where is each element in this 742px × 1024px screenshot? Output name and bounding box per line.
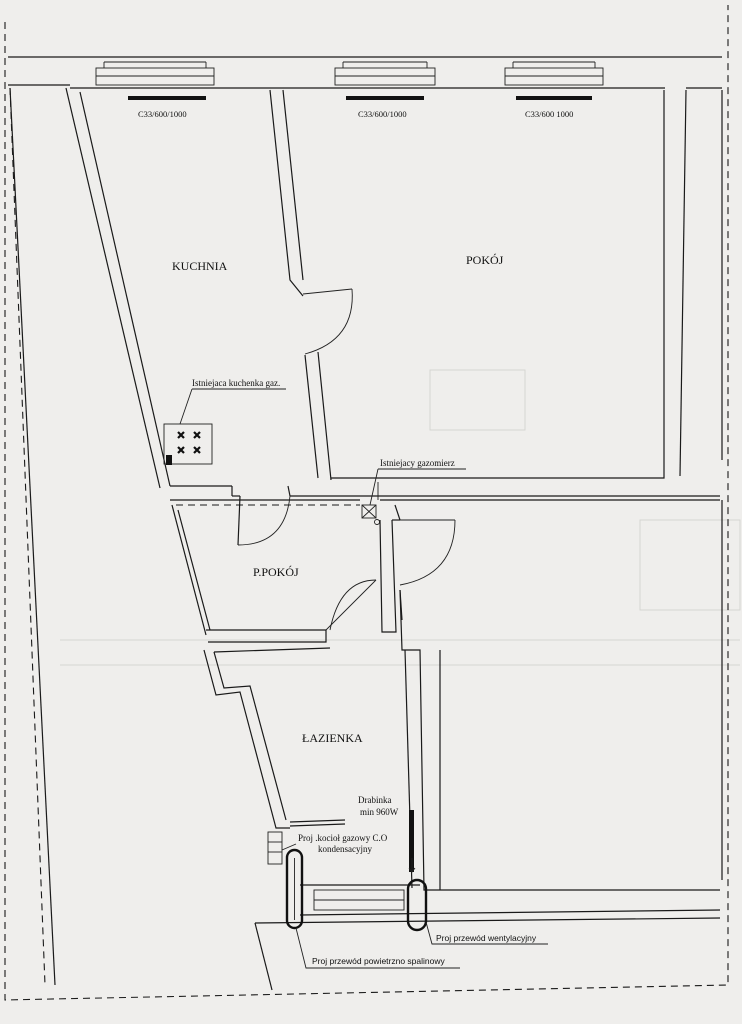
annotation-boiler-1: Proj .kocioł gazowy C.O — [298, 833, 388, 843]
towel-ladder — [409, 810, 414, 872]
annotation-boiler-2: kondensacyjny — [318, 844, 372, 854]
window-sill-3 — [504, 61, 604, 100]
window-label-1: C33/600/1000 — [138, 109, 187, 119]
window-sills — [95, 61, 604, 100]
stove-burner-icons — [177, 431, 201, 454]
hall-walls — [171, 495, 403, 643]
annotation-stove: Istniejaca kuchenka gaz. — [192, 378, 280, 388]
hall-doors — [237, 495, 456, 631]
site-dashed-line — [9, 87, 46, 986]
leader-flue — [295, 927, 460, 969]
room-label-bathroom: ŁAZIENKA — [302, 731, 363, 745]
leader-stove — [179, 388, 286, 425]
window-label-3: C33/600 1000 — [525, 109, 573, 119]
gas-stove — [163, 423, 213, 465]
leader-meter — [369, 468, 466, 506]
annotation-ladder-2: min 960W — [360, 807, 399, 817]
leader-vent — [425, 921, 548, 945]
kitchen-door — [302, 288, 353, 355]
room-walls — [331, 89, 723, 479]
leader-boiler — [281, 843, 297, 851]
boiler-symbol — [267, 831, 283, 865]
annotation-meter: Istniejacy gazomierz — [380, 458, 455, 468]
annotation-ladder-1: Drabinka — [358, 795, 392, 805]
corridor-walls — [170, 485, 720, 521]
annotation-flue: Proj przewód powietrzno spalinowy — [312, 956, 446, 966]
bathroom-walls — [203, 500, 723, 891]
room-label-room: POKÓJ — [466, 253, 504, 267]
exterior-top-wall — [8, 56, 722, 89]
ghost-marks — [60, 369, 741, 666]
gas-meter — [361, 482, 380, 525]
bathroom-bottom-wall — [254, 884, 721, 991]
flue-pipe — [285, 848, 304, 930]
window-label-2: C33/600/1000 — [358, 109, 407, 119]
room-label-hall: P.POKÓJ — [253, 565, 299, 579]
window-sill-1 — [95, 61, 215, 100]
ladder-arrow — [408, 858, 416, 873]
room-label-kitchen: KUCHNIA — [172, 259, 228, 273]
vent-pipe — [406, 878, 428, 932]
annotation-vent: Proj przewód wentylacyjny — [436, 933, 537, 943]
kitchen-walls — [9, 87, 332, 986]
window-sill-2 — [334, 61, 436, 100]
